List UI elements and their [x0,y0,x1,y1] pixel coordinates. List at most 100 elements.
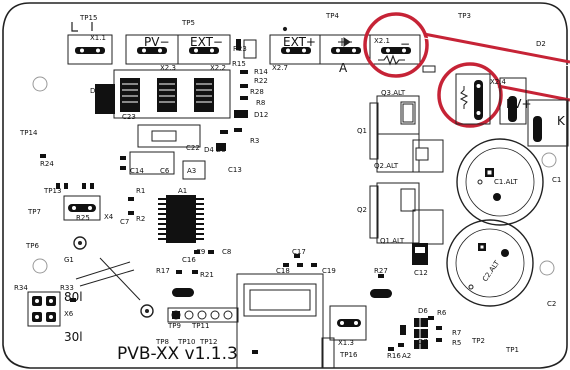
label-r22: R22 [254,77,268,85]
label-a2: A2 [402,352,411,360]
label-x22: X2.2 [210,64,226,72]
label-tp14: TP14 [19,129,38,137]
label-r25: R25 [76,214,90,222]
label-80l: 80l [64,290,83,304]
label-r2: R2 [136,215,145,223]
label-tp11: TP11 [191,322,209,330]
resistor-symbol-icon [378,54,405,66]
label-c6: C6 [160,167,170,175]
capacitor-c2 [446,219,534,307]
label-x21: X2.1 [374,37,390,45]
capacitor-c1 [456,138,544,226]
label-c17: C17 [292,248,306,256]
label-c18: C18 [276,267,290,275]
label-pv-minus: PV− [144,35,170,49]
label-q1: Q1 [357,127,367,135]
label-c2: C2 [547,300,556,308]
label-r27: R27 [374,267,388,275]
ic-a1 [166,195,196,243]
label-tp2: TP2 [471,337,485,345]
label-ext-plus: EXT+ [283,35,316,49]
label-r7: R7 [452,329,461,337]
terminal-k [527,99,569,147]
label-x24: X2.4 [490,78,506,86]
mounting-hole-left [32,76,48,92]
label-a3: A3 [187,167,196,175]
minus-symbol: − [400,37,410,51]
label-tp5: TP5 [181,19,195,27]
label-d7: D7 [418,338,428,346]
label-x27: X2.7 [272,64,288,72]
label-c19: C19 [322,267,336,275]
label-r17: R17 [156,267,170,275]
label-c22: C22 [186,144,200,152]
label-c23: C23 [122,113,136,121]
label-c1-alt: C1.ALT [494,178,518,186]
label-r14: R14 [254,68,268,76]
label-c1: C1 [552,176,561,184]
label-x23: X2.3 [160,64,176,72]
label-tp4: TP4 [325,12,339,20]
label-r34: R34 [14,284,28,292]
label-30l: 30l [64,330,83,344]
label-k: K [557,114,566,128]
label-q3-alt: Q3.ALT [381,89,406,97]
connector-x4 [63,195,101,221]
mounting-hole-left-bottom [32,258,48,274]
label-ext-minus: EXT− [190,35,223,49]
label-d5: D5 [216,146,226,154]
smd-parts [40,39,442,354]
label-q2-alt: Q2.ALT [374,162,399,170]
label-c2-alt: C2.ALT [481,259,501,283]
header-tp9 [167,307,239,323]
pad-oval-right [370,289,392,298]
terminal-x1-1 [67,34,113,65]
transistor-q1 [369,102,379,160]
highlight-circle-x2-4 [437,62,503,128]
terminal-ext-minus [177,34,231,65]
label-d4: D4 [204,146,214,154]
label-x6: X6 [64,310,74,318]
label-x11: X1.1 [90,34,106,42]
label-x13: X1.3 [338,339,354,347]
label-tp3: TP3 [457,12,471,20]
relay-block [236,273,324,369]
label-c14: C14 [130,167,144,175]
regulator-a3 [182,160,206,180]
label-c7: C7 [120,218,129,226]
label-r15: R15 [232,60,246,68]
label-tp1: TP1 [505,346,519,354]
label-r21: R21 [200,271,214,279]
label-q1-alt: Q1.ALT [380,237,405,245]
label-r8: R8 [256,99,265,107]
label-x4: X4 [104,213,114,221]
label-d12: D12 [254,111,268,119]
label-d6: D6 [418,307,428,315]
label-g1: G1 [64,256,74,264]
label-c8: C8 [222,248,231,256]
board-title: PVB-XX v1.1.3 [117,344,238,364]
terminal-x2-1 [369,34,421,65]
label-d2: D2 [536,40,546,48]
label-a: A [339,61,348,75]
diode-symbol-icon [338,37,352,47]
pointer-line-top-inner [423,37,570,67]
transistor-q2 [369,185,379,239]
label-r28: R28 [250,88,264,96]
label-r5: R5 [452,339,461,347]
jumper-x6 [27,291,61,327]
transistor-q1-alt [376,182,420,244]
terminal-x2-4 [455,73,491,125]
highlight-circle-x2-1 [363,12,429,78]
label-c13: C13 [228,166,242,174]
smd-diodes-d6-d7 [414,318,428,349]
label-tp10: TP10 [177,338,195,346]
label-r16: R16 [387,352,401,360]
label-r33: R33 [60,284,74,292]
mounting-hole-right-bottom [539,260,555,276]
label-c16: C16 [182,256,196,264]
terminal-pv-plus [499,77,527,125]
label-a1: A1 [178,187,187,195]
